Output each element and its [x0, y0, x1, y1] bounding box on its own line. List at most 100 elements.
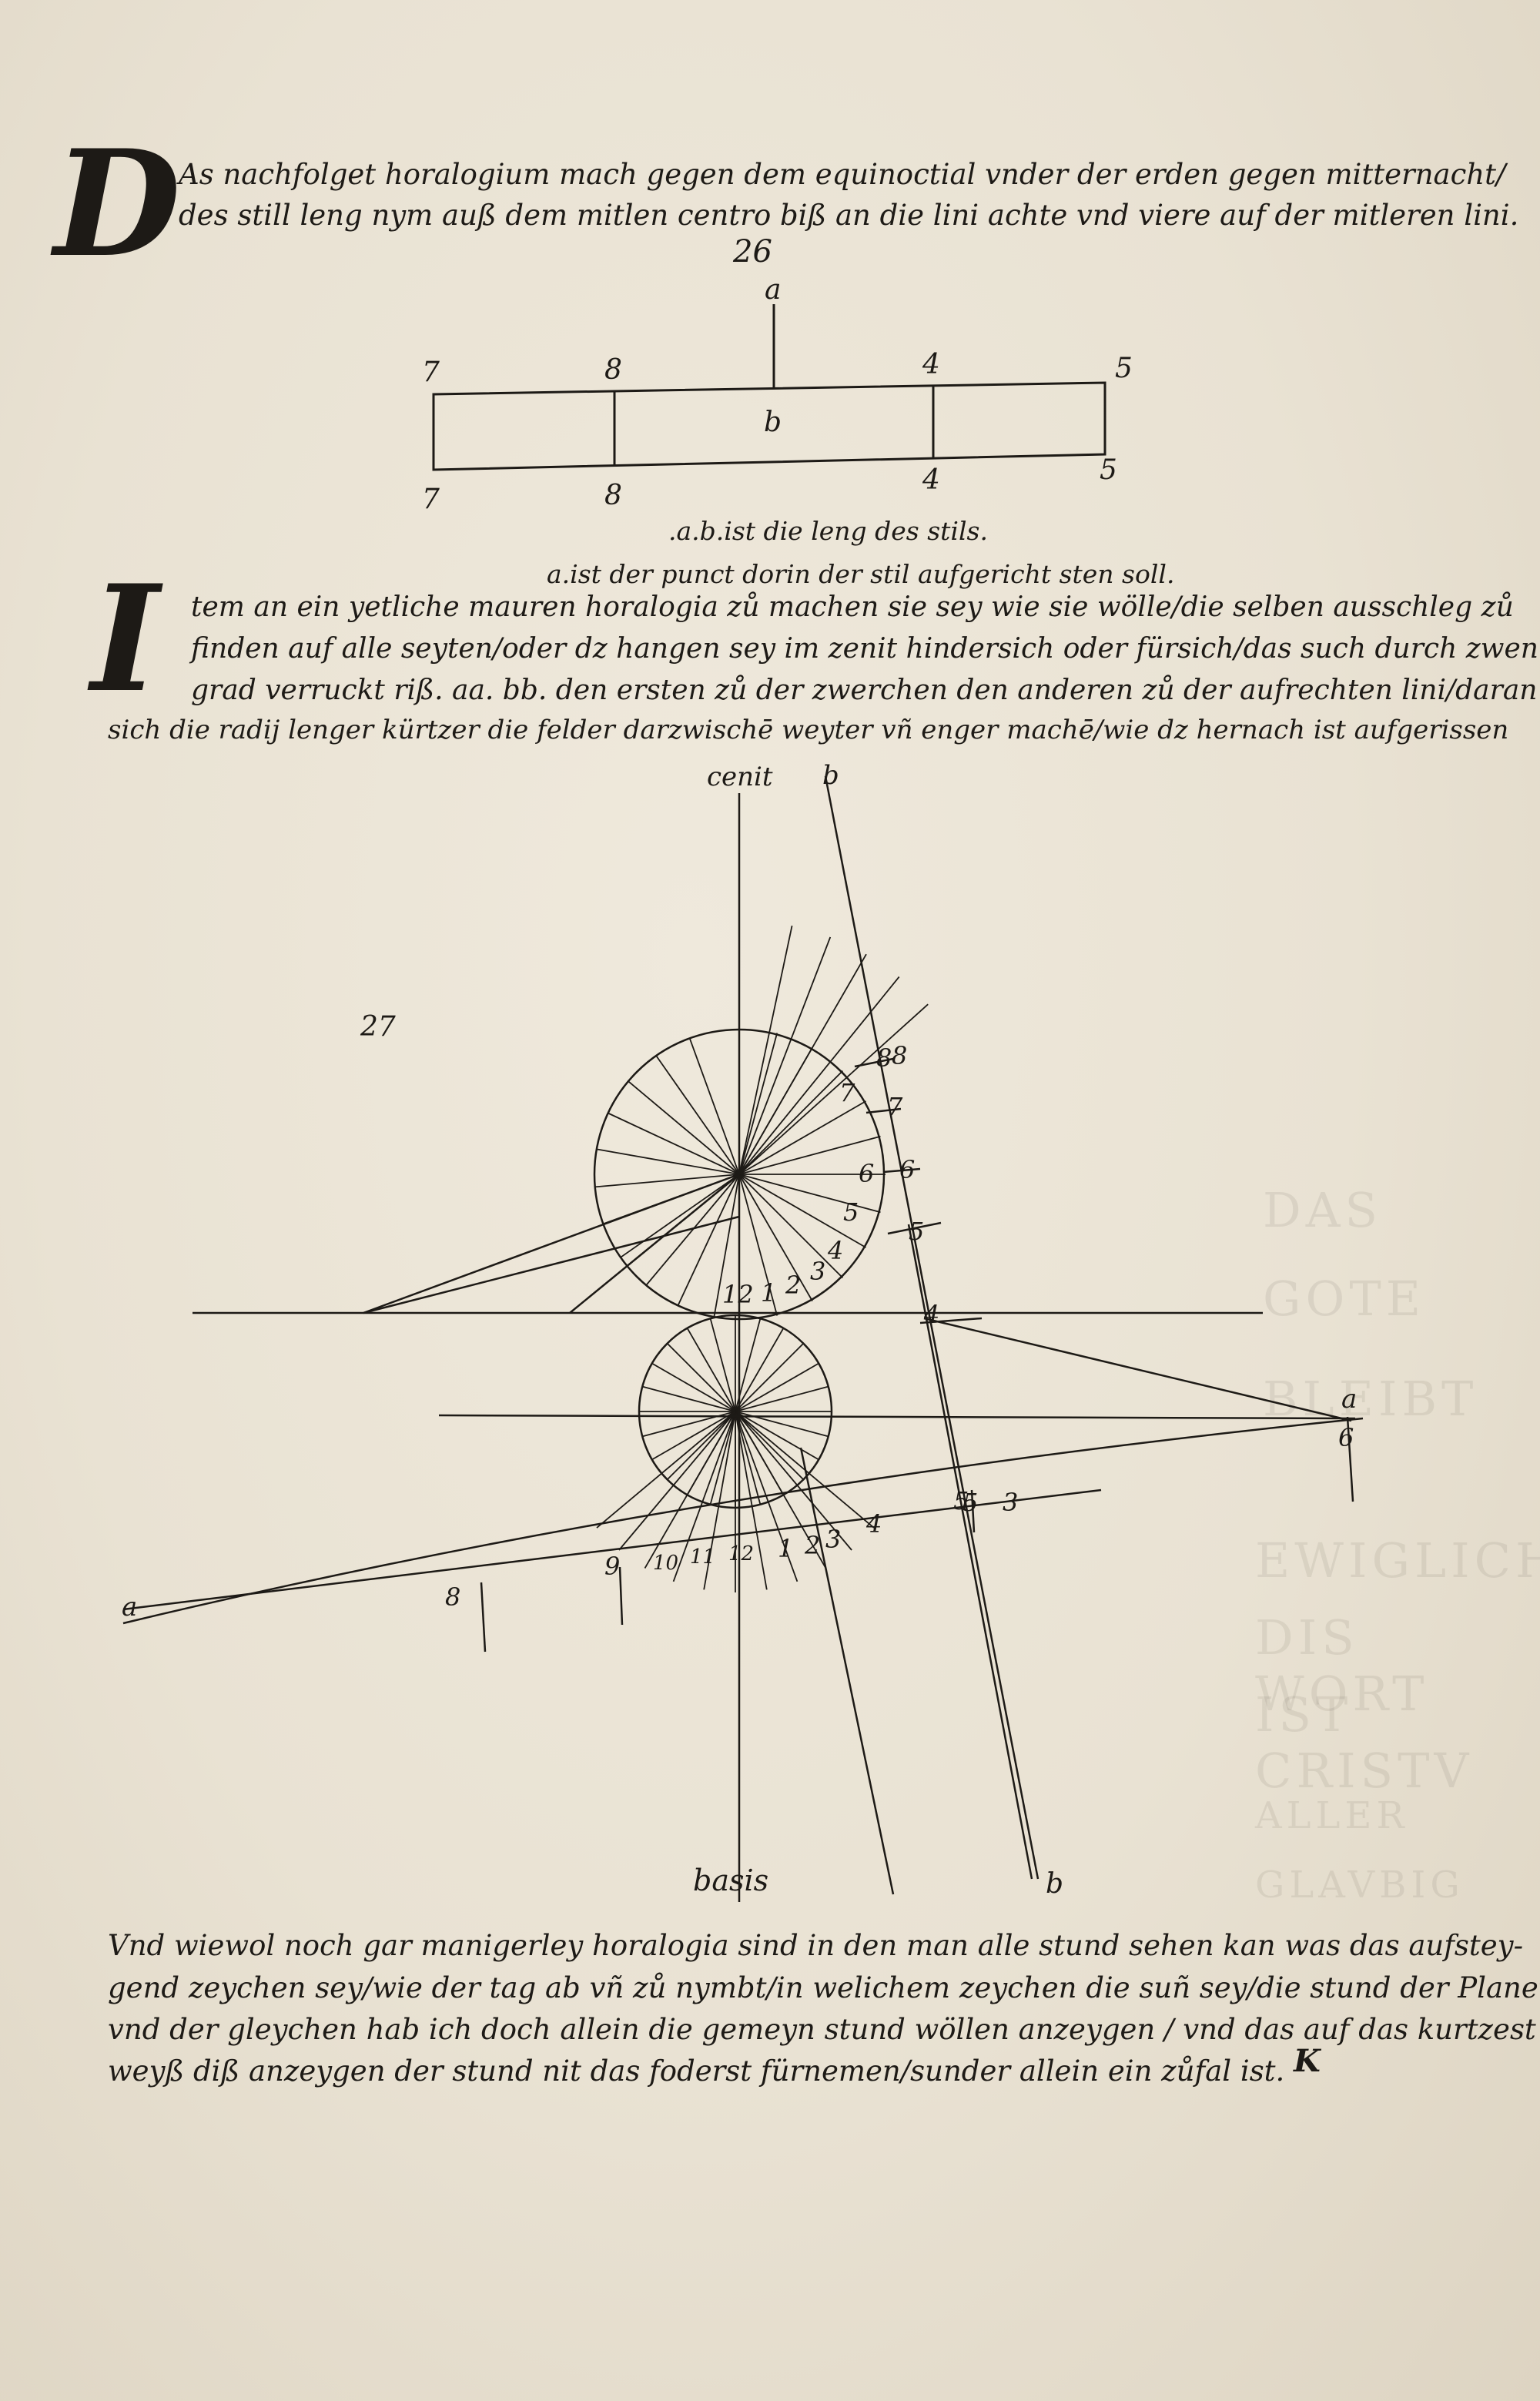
label-b-top: b: [822, 760, 839, 791]
page-number: 26: [732, 234, 772, 270]
text-line: des still leng nym auß dem mitlen centro…: [179, 199, 1519, 232]
hour-ray: [738, 1135, 881, 1175]
hour-tick-5: [970, 1489, 976, 1533]
style-rectangle: [432, 381, 1106, 471]
bleed-line: ALLER: [1255, 1794, 1409, 1837]
hour-ray: [618, 1411, 736, 1551]
gnomon-tick: [1346, 1416, 1354, 1502]
upper-hour-rays: [594, 926, 929, 1321]
hour-label: 7: [839, 1078, 855, 1107]
hour-ray: [738, 1003, 929, 1175]
hour-label-outer: 8: [892, 1041, 907, 1070]
text-line: vnd der gleychen hab ich doch allein die…: [108, 2013, 1540, 2046]
hour-ray: [709, 1318, 736, 1412]
hour-label: 1: [761, 1278, 776, 1308]
hour-label: 8: [876, 1043, 892, 1073]
hour-ray: [735, 1411, 819, 1461]
dial-hour-label: 8: [445, 1582, 460, 1612]
hour-ray: [738, 1070, 844, 1175]
text-line: sich die radij lenger kürtzer die felder…: [108, 715, 1509, 745]
diagram-label: 8: [604, 354, 622, 386]
hour-ray: [735, 1411, 852, 1551]
hour-tick-8-outer: [854, 1057, 894, 1068]
diagram-label: 5: [1115, 353, 1133, 384]
hour-ray: [620, 1174, 740, 1258]
label-b-bottom: b: [1046, 1868, 1063, 1900]
line-b-b: [824, 775, 1040, 1880]
hour-ray: [596, 1148, 740, 1175]
hour-label-outer: 5: [909, 1217, 924, 1246]
hour-label: 3: [810, 1257, 825, 1286]
label-basis: basis: [693, 1864, 768, 1897]
hour-ray: [651, 1362, 736, 1412]
construction-line: [569, 1174, 740, 1314]
hour-ray: [688, 1037, 740, 1175]
hour-ray: [709, 1411, 736, 1505]
text-line: tem an ein yetliche mauren horalogia zů …: [191, 591, 1514, 623]
side-hour-label: 3: [1003, 1488, 1018, 1517]
diagram-label: 4: [922, 349, 940, 380]
hour-ray: [677, 1174, 740, 1306]
hour-label-outer: 6: [899, 1155, 915, 1184]
sundial-labels: cenit b basis b a a 8 7 6 5 4 3 2 1 12 8…: [122, 760, 1357, 1900]
dial-hour-label: 5: [962, 1488, 978, 1517]
diagram-label: 5: [1100, 454, 1117, 486]
side-hour-label: 5: [953, 1486, 969, 1515]
lower-hour-rays: [596, 1315, 875, 1592]
hour-ray: [738, 936, 832, 1175]
hour-ray: [738, 1174, 844, 1279]
hour-ray: [703, 1411, 736, 1590]
hour-ray: [735, 1411, 827, 1569]
hour-ray: [735, 1411, 768, 1590]
text-line: finden auf alle seyten/oder dz hangen se…: [191, 633, 1538, 665]
hour-ray: [738, 1033, 778, 1175]
hour-ray: [644, 1411, 736, 1569]
dial-hour-label: 10: [653, 1552, 678, 1575]
dial-hour-label: 1: [778, 1534, 793, 1563]
hour-ray: [738, 1174, 778, 1316]
diagram-label: b: [764, 407, 782, 438]
figure-number: 27: [360, 1011, 396, 1043]
hour-label: 4: [827, 1236, 843, 1265]
hour-label-outer: 7: [887, 1092, 903, 1121]
diagram-label: 4: [922, 464, 940, 496]
hour-ray: [735, 1342, 805, 1412]
hour-label-outer: 4: [923, 1300, 939, 1329]
construction-line: [907, 1224, 1033, 1880]
hour-ray: [713, 1174, 740, 1318]
hour-ray: [738, 1174, 866, 1248]
bleed-line: DIS WORT: [1255, 1609, 1429, 1722]
construction-line: [799, 1447, 895, 1895]
hour-ray: [738, 1174, 813, 1301]
hour-ray: [642, 1385, 736, 1412]
decorated-initial: D: [54, 118, 181, 290]
style-diagram-labels: 7 8 a 4 5 b 7 8 4 5: [422, 274, 1133, 515]
label-a-right: a: [1341, 1384, 1357, 1415]
diagram-label: 7: [422, 484, 440, 515]
hour-ray: [596, 1411, 736, 1529]
label-a-left: a: [122, 1592, 137, 1622]
dial-hour-label: 12: [728, 1542, 754, 1566]
decorated-initial: I: [91, 553, 159, 725]
hour-ray: [738, 926, 793, 1175]
hour-tick-6-outer: [882, 1167, 921, 1174]
side-hour-label: 6: [1338, 1423, 1354, 1452]
figure-caption: .a.b.ist die leng des stils.: [668, 516, 988, 546]
hour-tick-8: [480, 1582, 487, 1653]
construction-line: [363, 1215, 740, 1314]
hour-ray: [645, 1174, 740, 1286]
hour-ray: [628, 1080, 740, 1175]
diagram-label: 8: [604, 480, 622, 511]
text-line: grad verruckt riß. aa. bb. den ersten zů…: [191, 675, 1538, 706]
hour-ray: [651, 1411, 736, 1461]
hour-ray: [655, 1055, 740, 1175]
bleed-line: DAS: [1263, 1182, 1382, 1238]
curve-a-a: [122, 1417, 1364, 1625]
hour-ray: [738, 1100, 866, 1175]
signature-mark: K: [1293, 2043, 1322, 2079]
text-line: As nachfolget horalogium mach gegen dem …: [179, 158, 1506, 191]
diagram-label: a: [765, 274, 781, 306]
dial-hour-label: 9: [604, 1552, 620, 1581]
